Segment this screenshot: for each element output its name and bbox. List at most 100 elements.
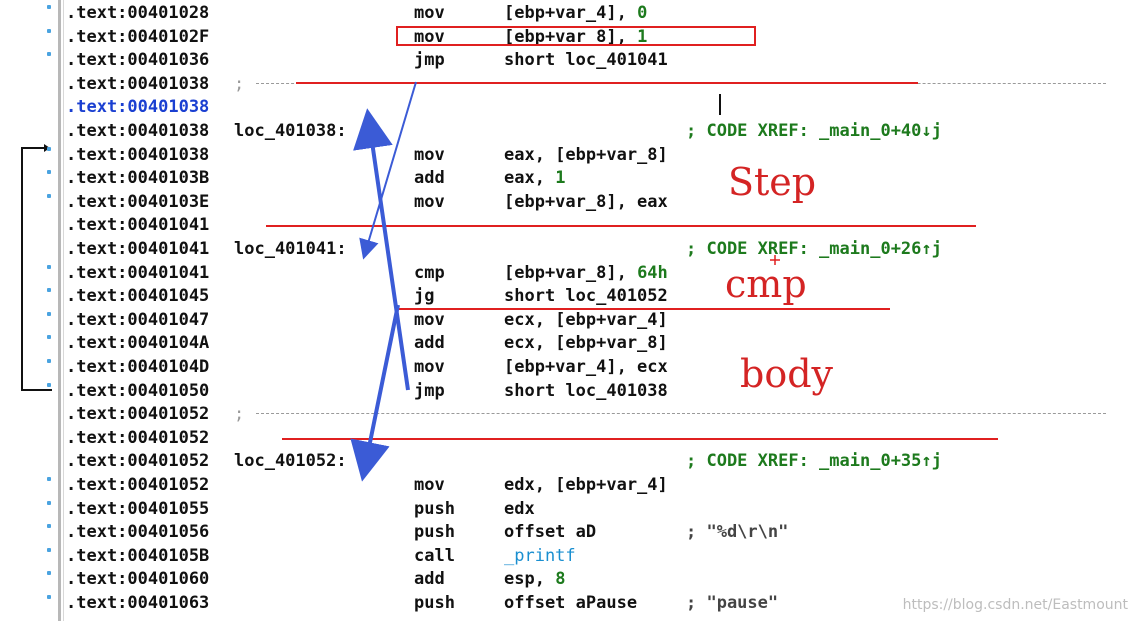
- row-mnemonic: push: [414, 593, 455, 613]
- gutter-marker: [47, 571, 51, 576]
- gutter-marker: [47, 547, 51, 552]
- blue-arrow-to-loc-401052: [350, 304, 400, 482]
- blue-arrow-to-loc-401041: [359, 81, 417, 260]
- row-address: .text:00401041: [66, 262, 210, 283]
- gutter-marker: [47, 193, 51, 198]
- row-address: .text:00401038: [66, 73, 210, 94]
- listing-row[interactable]: .text:00401052;: [66, 402, 1136, 426]
- gutter-marker: [47, 311, 51, 316]
- gutter-marker: [47, 477, 51, 481]
- row-operands[interactable]: eax, [ebp+var_8]: [504, 144, 668, 165]
- row-operands[interactable]: short loc_401038: [504, 380, 668, 401]
- row-comment: ; CODE XREF: _main_0+26↑j: [686, 239, 942, 259]
- flow-arrow-back-edge: [21, 147, 52, 391]
- row-address: .text:0040105B: [66, 545, 210, 566]
- annotation-cmp: cmp: [725, 262, 807, 306]
- row-address: .text:00401038: [66, 144, 210, 165]
- red-underline-4: [282, 438, 998, 440]
- gutter-marker: [47, 595, 51, 599]
- annotation-step: Step: [728, 160, 817, 204]
- row-operands[interactable]: edx, [ebp+var_4]: [504, 475, 668, 495]
- row-label[interactable]: loc_401038:: [234, 121, 347, 141]
- row-mnemonic: jmp: [414, 50, 445, 71]
- row-operands[interactable]: ecx, [ebp+var_8]: [504, 333, 668, 354]
- row-operands[interactable]: edx: [504, 498, 535, 519]
- row-address: .text:0040104A: [66, 333, 210, 354]
- row-operands[interactable]: [ebp+var_4], ecx: [504, 357, 668, 377]
- row-operands[interactable]: short loc_401041: [504, 50, 668, 71]
- row-address: .text:00401036: [66, 50, 210, 71]
- gutter-divider: [58, 0, 61, 621]
- row-address: .text:00401060: [66, 569, 210, 590]
- separator-dashes: [256, 413, 1106, 415]
- row-operands[interactable]: _printf: [504, 545, 576, 566]
- row-label[interactable]: loc_401041:: [234, 239, 347, 259]
- row-operands[interactable]: [ebp+var_8], 64h: [504, 262, 668, 283]
- listing-row[interactable]: .text:00401038: [66, 95, 1136, 119]
- row-operands[interactable]: esp, 8: [504, 569, 566, 590]
- row-mnemonic: mov: [414, 475, 445, 495]
- row-address: .text:00401041: [66, 239, 210, 259]
- row-separator: ;: [234, 404, 245, 425]
- row-operands[interactable]: offset aPause: [504, 593, 638, 613]
- row-mnemonic: mov: [414, 191, 445, 212]
- row-mnemonic: cmp: [414, 262, 445, 283]
- listing-row[interactable]: .text:00401052: [66, 426, 1136, 450]
- highlight-box: [396, 26, 756, 46]
- listing-row[interactable]: .text:00401041 cmp [ebp+var_8], 64h: [66, 261, 1136, 285]
- row-operands[interactable]: [ebp+var_8], eax: [504, 191, 668, 212]
- row-operands[interactable]: short loc_401052: [504, 286, 668, 307]
- row-operands[interactable]: ecx, [ebp+var_4]: [504, 309, 668, 330]
- row-operands[interactable]: eax, 1: [504, 168, 566, 189]
- watermark: https://blog.csdn.net/Eastmount: [902, 597, 1128, 613]
- row-address: .text:00401052: [66, 451, 210, 472]
- row-address: .text:0040104D: [66, 357, 210, 377]
- row-operands[interactable]: offset aD: [504, 522, 597, 543]
- red-underline-1: [296, 82, 918, 84]
- row-address: .text:00401047: [66, 309, 210, 330]
- row-address: .text:00401041: [66, 215, 210, 236]
- row-operands[interactable]: [ebp+var_4], 0: [504, 3, 648, 23]
- row-mnemonic: mov: [414, 26, 445, 47]
- listing-row[interactable]: .text:00401041: [66, 213, 1136, 237]
- gutter-marker: [47, 5, 51, 9]
- gutter-marker: [47, 288, 51, 293]
- gutter-divider-inner: [63, 0, 64, 621]
- row-address: .text:00401038: [66, 97, 210, 118]
- listing-row[interactable]: .text:00401036 jmp short loc_401041: [66, 48, 1136, 72]
- row-address: .text:00401052: [66, 475, 210, 495]
- gutter-marker: [47, 500, 51, 505]
- row-mnemonic: push: [414, 522, 455, 543]
- gutter-marker: [47, 524, 51, 529]
- row-label[interactable]: loc_401052:: [234, 451, 347, 472]
- annotation-body: body: [740, 352, 833, 396]
- row-comment: ; "%d\r\n": [686, 522, 789, 543]
- row-operands[interactable]: [ebp+var_8], 1: [504, 26, 648, 47]
- row-address: .text:00401063: [66, 593, 210, 613]
- gutter-marker: [47, 146, 51, 151]
- row-mnemonic: jmp: [414, 380, 445, 401]
- listing-row[interactable]: .text:00401052 mov edx, [ebp+var_4]: [66, 473, 1136, 497]
- row-address: .text:00401052: [66, 427, 210, 448]
- listing-row[interactable]: .text:00401041 loc_401041: ; CODE XREF: _m…: [66, 237, 1136, 261]
- gutter-marker: [47, 52, 51, 57]
- row-separator: ;: [234, 73, 245, 94]
